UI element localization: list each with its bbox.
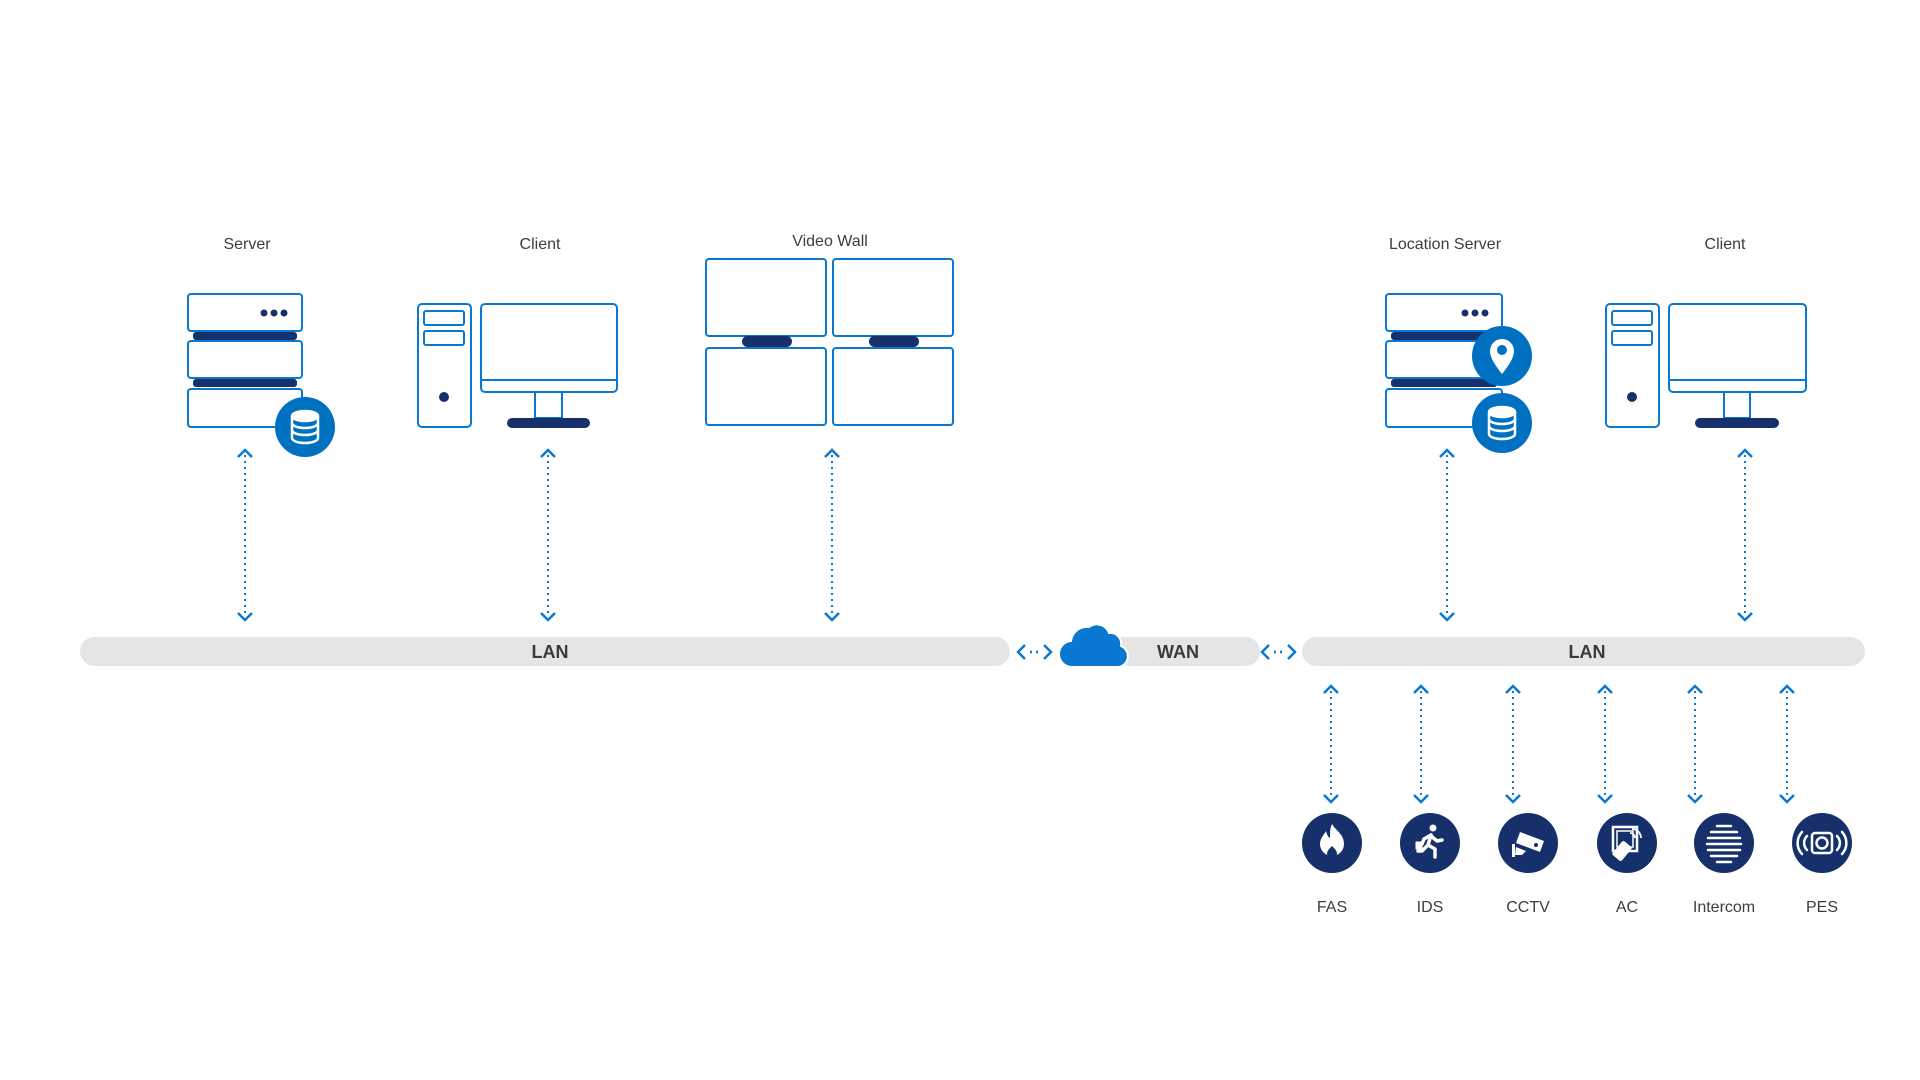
fas-lan-arrow bbox=[1323, 684, 1339, 804]
video-wall-label: Video Wall bbox=[792, 233, 868, 250]
subsystem-ids bbox=[1400, 813, 1460, 873]
subsystem-pes bbox=[1792, 813, 1852, 873]
desktop-computer-icon bbox=[417, 303, 618, 428]
server-icon bbox=[187, 293, 303, 428]
server-label: Server bbox=[223, 236, 271, 253]
location-server-lan-arrow bbox=[1439, 448, 1455, 622]
subsystem-ac bbox=[1597, 813, 1657, 873]
wan-lan-connector-arrow bbox=[1260, 644, 1297, 660]
subsystem-fas bbox=[1302, 813, 1362, 873]
subsystem-cctv bbox=[1498, 813, 1558, 873]
lan-b-bar bbox=[1302, 637, 1865, 666]
database-icon bbox=[275, 397, 335, 457]
wan-label: WAN bbox=[1157, 642, 1199, 662]
client-b-lan-arrow bbox=[1737, 448, 1753, 622]
cloud-icon bbox=[1058, 623, 1129, 669]
connection-arrows bbox=[237, 448, 1795, 804]
subsystem-intercom bbox=[1694, 813, 1754, 873]
cctv-label: CCTV bbox=[1506, 899, 1550, 916]
intruder-running-icon bbox=[1415, 824, 1444, 859]
lan-a-bar bbox=[80, 637, 1010, 666]
fire-icon bbox=[1320, 824, 1344, 859]
ids-label: IDS bbox=[1417, 899, 1444, 916]
lan-b-label: LAN bbox=[1569, 642, 1606, 662]
lan-wan-connector-arrow bbox=[1016, 644, 1053, 660]
server-lan-arrow bbox=[237, 448, 253, 622]
speaker-emitting-icon bbox=[1796, 830, 1848, 856]
intercom-label: Intercom bbox=[1693, 899, 1755, 916]
intercom-lan-arrow bbox=[1687, 684, 1703, 804]
wan-bar bbox=[1090, 637, 1260, 666]
access-card-icon bbox=[1611, 825, 1642, 861]
database-icon bbox=[1472, 393, 1532, 453]
video-wall-lan-arrow bbox=[824, 448, 840, 622]
video-wall-icon bbox=[705, 258, 954, 426]
intercom-speaker-icon bbox=[1705, 824, 1743, 864]
lan-a-label: LAN bbox=[532, 642, 569, 662]
client-lan-arrow bbox=[540, 448, 556, 622]
ids-lan-arrow bbox=[1413, 684, 1429, 804]
location-pin-icon bbox=[1472, 326, 1532, 386]
fas-label: FAS bbox=[1317, 899, 1347, 916]
client-b-label: Client bbox=[1705, 236, 1746, 253]
ac-label: AC bbox=[1616, 899, 1638, 916]
cctv-camera-icon bbox=[1512, 832, 1544, 857]
cctv-lan-arrow bbox=[1505, 684, 1521, 804]
ac-lan-arrow bbox=[1597, 684, 1613, 804]
pes-lan-arrow bbox=[1779, 684, 1795, 804]
pes-label: PES bbox=[1806, 899, 1838, 916]
client-label: Client bbox=[520, 236, 561, 253]
location-server-label: Location Server bbox=[1389, 236, 1502, 253]
desktop-computer-icon bbox=[1605, 303, 1807, 428]
